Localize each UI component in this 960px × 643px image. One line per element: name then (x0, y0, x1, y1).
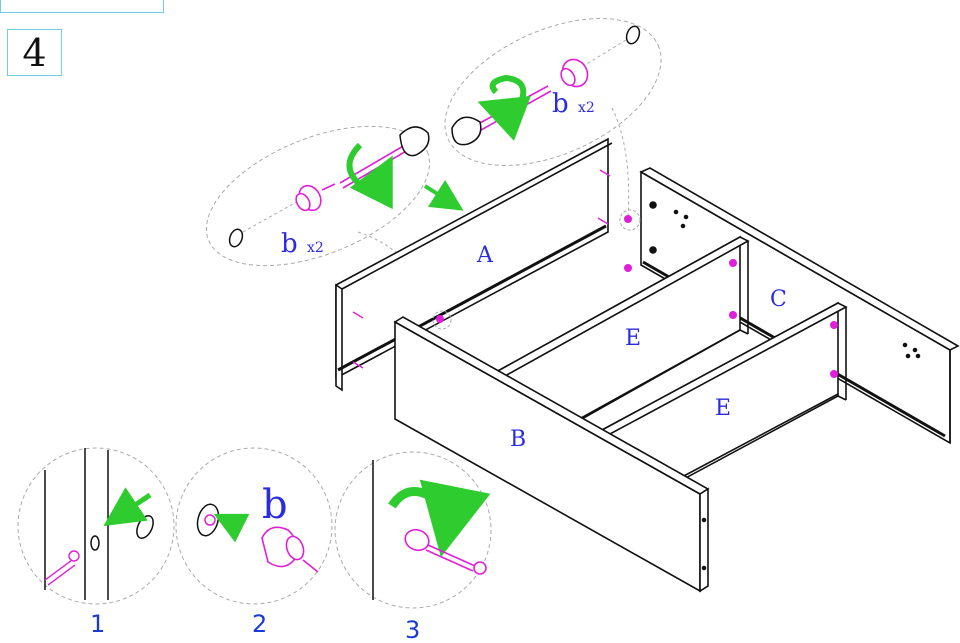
hole-icon (625, 25, 641, 45)
detail-step-2-part: b (262, 482, 288, 528)
rotate-arrow-icon (477, 74, 531, 141)
detail-circle-3 (334, 451, 492, 609)
callout-ellipse-right: b x2 (444, 18, 662, 166)
panel-c-label: C (770, 287, 787, 312)
dowel-pin-icon (404, 528, 487, 575)
callout-ellipse-left: b x2 (205, 125, 431, 267)
panel-e-lower-label: E (715, 396, 731, 421)
detail-step-1-number: 1 (90, 610, 105, 638)
panel-a-label: A (476, 243, 494, 268)
hole-icon (228, 228, 244, 248)
callout-left-qty: x2 (307, 240, 324, 256)
rotate-arrow-icon (346, 142, 393, 210)
cam-lock-icon (432, 209, 641, 330)
callout-right-part: b (552, 89, 569, 119)
page-header-frame (0, 0, 164, 13)
detail-circle-2: b (175, 447, 333, 605)
cam-lock-icon (560, 58, 589, 88)
panel-b (393, 316, 710, 593)
panel-b-label: B (510, 427, 526, 452)
detail-circle-1 (17, 447, 175, 605)
detail-step-2-number: 2 (252, 610, 267, 638)
step-number: 4 (22, 30, 47, 75)
detail-step-3-number: 3 (405, 616, 420, 643)
cam-lock-icon (295, 183, 336, 212)
cam-lock-icon (261, 526, 319, 573)
dowel-pin-icon (352, 169, 611, 369)
callout-right-qty: x2 (578, 100, 595, 116)
direction-arrow-icon (423, 179, 464, 211)
panel-c (639, 167, 960, 445)
rotate-arrow-icon (388, 479, 491, 558)
panel-e-upper-label: E (625, 326, 641, 351)
step-number-box: 4 (7, 29, 62, 76)
callout-left-part: b (281, 229, 298, 259)
